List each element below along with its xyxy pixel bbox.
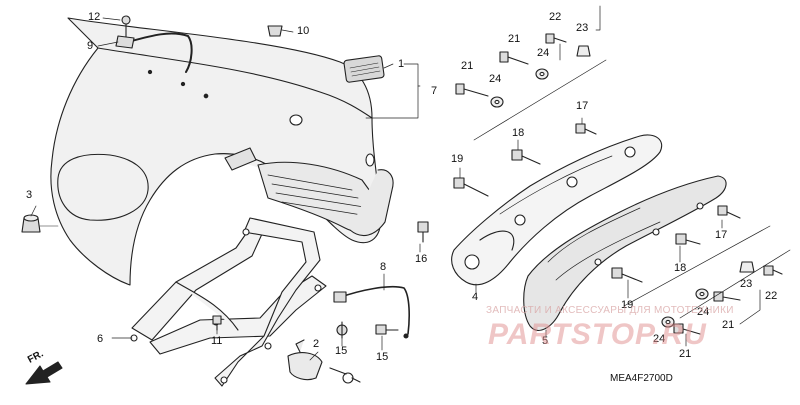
callout-24-b: 24 [537, 47, 550, 59]
callout-16: 16 [415, 253, 428, 265]
callout-10: 10 [297, 25, 310, 37]
washer-24-top-b [535, 68, 549, 80]
bolt-19-right [611, 267, 643, 283]
callout-1: 1 [398, 58, 405, 70]
callout-2: 2 [313, 338, 320, 350]
callout-15-a: 15 [335, 345, 348, 357]
watermark-tagline: ЗАПЧАСТИ И АКСЕССУАРЫ ДЛЯ МОТОТЕХНИКИ [486, 305, 734, 316]
clip-nut [267, 25, 283, 37]
callout-17-top: 17 [576, 100, 589, 112]
bolt-19-top [453, 177, 489, 197]
callout-22-top: 22 [549, 11, 562, 23]
license-light [287, 339, 361, 384]
callout-18-top: 18 [512, 127, 525, 139]
cap-23-top [576, 45, 591, 57]
washer-24-bottom-a [695, 288, 709, 300]
callout-5: 5 [542, 335, 549, 347]
fender-stay [130, 217, 327, 387]
bolt-18-top [511, 149, 541, 165]
bolt-21-top-a [455, 83, 489, 97]
wire-harness-clip [115, 15, 209, 99]
callout-23-top: 23 [576, 22, 589, 34]
callout-22-bottom: 22 [765, 290, 778, 302]
bolt-15-a [336, 321, 348, 339]
bolt-21-top-b [499, 51, 529, 65]
callout-23-bottom: 23 [740, 278, 753, 290]
figure-code: MEA4F2700D [610, 373, 673, 384]
callout-21-a: 21 [461, 60, 474, 72]
cap-23-bottom [739, 261, 755, 273]
nut-3 [21, 214, 59, 233]
callout-19-top: 19 [451, 153, 464, 165]
callout-21-d: 21 [679, 348, 692, 360]
wire-clamp [333, 285, 410, 339]
callout-21-b: 21 [508, 33, 521, 45]
callout-8: 8 [380, 261, 387, 273]
grab-rail [451, 134, 663, 286]
bolt-16 [417, 221, 429, 243]
callout-21-c: 21 [722, 319, 735, 331]
washer-24-bottom-b [661, 316, 675, 328]
callout-11: 11 [211, 335, 223, 347]
callout-7: 7 [431, 85, 438, 97]
callout-9: 9 [87, 40, 94, 52]
callout-24-a: 24 [489, 73, 502, 85]
bolt-17-right [717, 205, 741, 219]
bolt-17-top [575, 123, 597, 135]
bolt-11 [212, 315, 222, 331]
callout-12: 12 [88, 11, 101, 23]
grab-rail-cover [523, 175, 727, 331]
bolt-21-bottom-a [713, 291, 741, 302]
reflector [343, 55, 385, 83]
callout-24-c: 24 [697, 306, 710, 318]
callout-24-d: 24 [653, 333, 666, 345]
callout-17-right: 17 [715, 229, 728, 241]
bolt-22-bottom [763, 265, 783, 276]
inner-fender-panel [257, 161, 394, 237]
rear-fender [50, 17, 382, 286]
bolt-22-top [545, 33, 567, 44]
callout-15-b: 15 [376, 351, 389, 363]
callout-3: 3 [26, 189, 33, 201]
front-direction-arrow [25, 361, 63, 385]
leader-lines [30, 5, 791, 361]
callout-19-right: 19 [621, 299, 634, 311]
bolt-21-bottom-b [673, 323, 701, 335]
washer-24-top-a [490, 96, 504, 108]
callout-6: 6 [97, 333, 104, 345]
watermark-logo: PARTSTOP.RU [488, 318, 707, 351]
bolt-18-right [675, 233, 701, 245]
callout-18-right: 18 [674, 262, 687, 274]
bolt-15-b [375, 324, 399, 335]
callout-4: 4 [472, 291, 479, 303]
